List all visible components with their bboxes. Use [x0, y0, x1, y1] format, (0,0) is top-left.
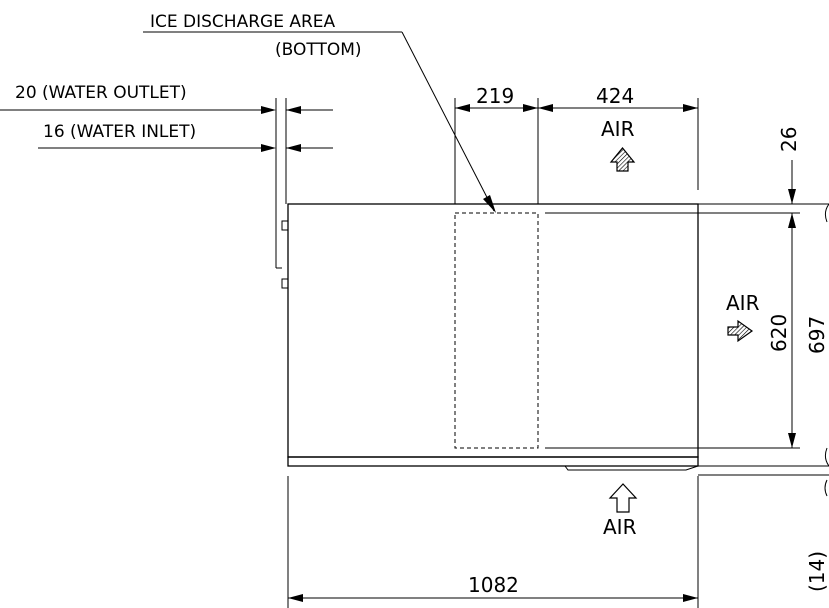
unit-base-plate — [287, 456, 699, 467]
ice-discharge-area — [454, 212, 539, 449]
dim-arc-697-bottom — [824, 447, 829, 467]
water-inlet-label: 16 (WATER INLET) — [43, 122, 196, 142]
water-outlet-arrow-left — [261, 106, 276, 114]
dim-219: 219 — [476, 84, 514, 108]
arrow-1082-left — [288, 594, 303, 602]
base-ramp — [564, 465, 699, 471]
arrow-424-left — [538, 104, 553, 112]
dim-14: (14) — [805, 551, 829, 592]
arrow-620-down — [788, 433, 796, 448]
ice-discharge-leader — [401, 31, 495, 212]
ice-discharge-sublabel: (BOTTOM) — [275, 40, 362, 60]
air-label-top: AIR — [601, 117, 635, 141]
arrow-219-left — [455, 104, 470, 112]
arrow-1082-right — [683, 594, 698, 602]
dim-424: 424 — [596, 84, 634, 108]
air-label-right: AIR — [726, 291, 760, 315]
dim-1082: 1082 — [468, 573, 519, 597]
dim-arc-697-top — [824, 203, 829, 223]
unit-body — [287, 203, 699, 458]
air-arrow-right-icon — [727, 319, 754, 343]
left-fitting-upper — [281, 220, 289, 231]
arrow-219-right — [523, 104, 538, 112]
dim-26: 26 — [777, 127, 801, 152]
air-arrow-up-icon — [609, 147, 636, 172]
dim-arc-14 — [824, 479, 828, 497]
air-label-bottom: AIR — [603, 515, 637, 539]
ice-discharge-label: ICE DISCHARGE AREA — [150, 12, 336, 32]
ice-discharge-leader-arrow — [483, 195, 496, 213]
left-fitting-lower — [281, 278, 289, 289]
dim-697: 697 — [805, 316, 829, 354]
arrow-26-down — [788, 189, 796, 204]
water-inlet-arrow-left — [261, 144, 276, 152]
water-outlet-arrow-right — [286, 106, 301, 114]
water-outlet-label: 20 (WATER OUTLET) — [15, 83, 187, 103]
air-arrow-up-hollow-icon — [608, 483, 638, 513]
water-inlet-arrow-right — [286, 144, 301, 152]
dim-620: 620 — [767, 314, 791, 352]
arrow-424-right — [683, 104, 698, 112]
